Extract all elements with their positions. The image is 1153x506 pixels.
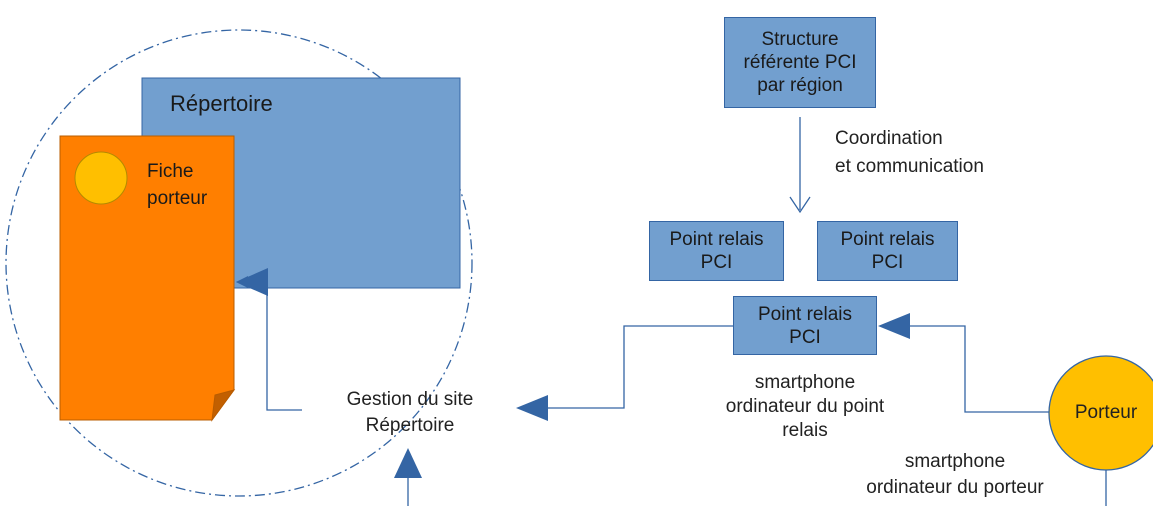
fiche-porteur-label: Fiche porteur (147, 161, 208, 209)
arrowhead-to-gestion-right (516, 395, 548, 421)
relais-devices-label: smartphone ordinateur du point relais (725, 372, 885, 441)
gestion-site-label: Gestion du site Répertoire (346, 389, 474, 436)
connector-gestion-to-fiche (236, 276, 302, 411)
connector-relais-to-gestion (546, 325, 733, 409)
repertoire-title: Répertoire (170, 91, 273, 116)
porteur-devices-label: smartphone ordinateur du porteur (866, 451, 1044, 498)
point-relais-center: Point relais PCI (733, 296, 877, 355)
fiche-porteur-fold (211, 389, 236, 422)
point-relais-right: Point relais PCI (817, 221, 958, 281)
connector-porteur-to-relais (906, 325, 1050, 413)
fiche-photo-circle (74, 151, 128, 205)
arrowhead-to-relais (878, 313, 910, 339)
coordination-label: Coordination et communication (835, 128, 984, 177)
porteur-circle (1048, 355, 1153, 471)
structure-referente-box: Structure référente PCI par région (724, 17, 876, 108)
repertoire-boundary-circle (5, 29, 473, 497)
arrowhead-to-fiche (236, 268, 268, 296)
arrowhead-to-gestion-bottom (394, 448, 422, 478)
porteur-label: Porteur (1074, 402, 1138, 423)
point-relais-left: Point relais PCI (649, 221, 784, 281)
arrowhead-open-down (789, 196, 811, 214)
